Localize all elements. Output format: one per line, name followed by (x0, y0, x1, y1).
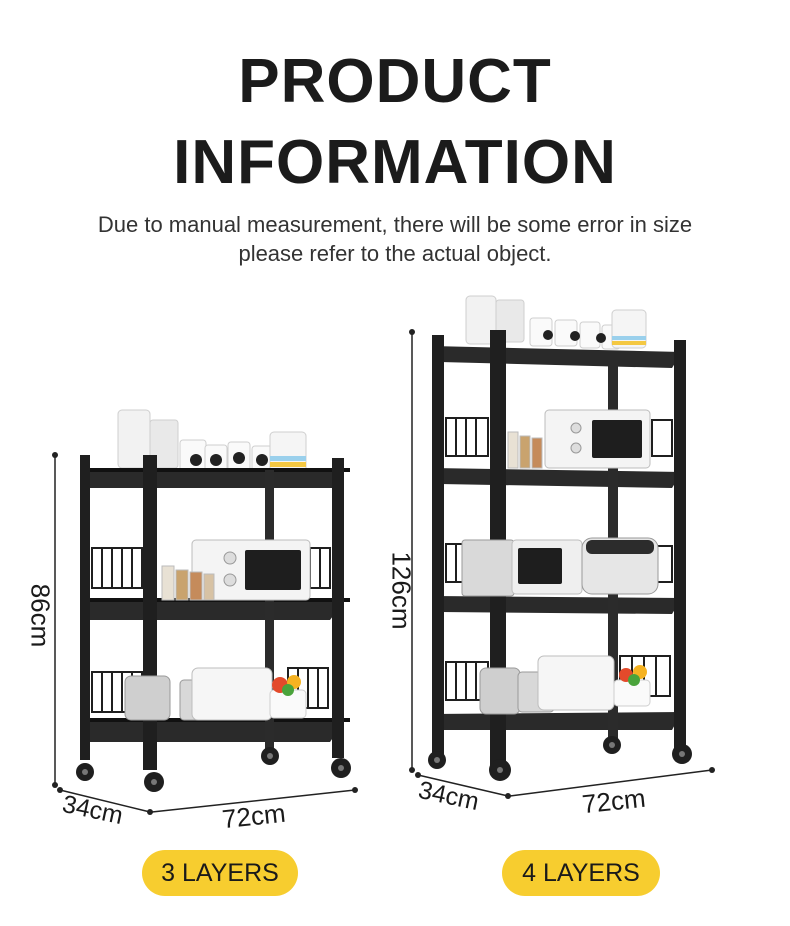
right-shelf-1 (432, 346, 682, 368)
right-microwave-upper (507, 409, 651, 469)
left-post-back-right (265, 470, 274, 750)
right-rack (409, 295, 715, 799)
right-depth-line (417, 774, 509, 797)
left-bottom-items (124, 667, 307, 721)
subtitle-line2: please refer to the actual object. (238, 241, 552, 266)
left-wheels (76, 747, 351, 792)
left-height-dot-top (52, 452, 58, 458)
right-post-back-left (432, 335, 444, 755)
right-appliances-level3 (461, 537, 659, 597)
left-microwave (191, 539, 311, 601)
right-post-front-right (674, 340, 686, 750)
right-width-line (509, 769, 713, 797)
badge-3-layers: 3 LAYERS (142, 850, 298, 896)
left-width-label: 72cm (220, 797, 287, 835)
left-width-line (151, 789, 356, 813)
right-shelf-3 (432, 596, 682, 614)
left-post-front-right (332, 458, 344, 758)
left-spice-jars (161, 565, 215, 601)
left-height-label: 86cm (25, 583, 56, 648)
page-title-line2: INFORMATION (173, 128, 617, 197)
left-shelf-top (82, 470, 345, 488)
right-top-jars (465, 295, 647, 350)
right-shelf-4 (432, 712, 682, 730)
badge-4-layers: 4 LAYERS (502, 850, 660, 896)
left-top-jars (117, 409, 307, 474)
right-bottom-items (479, 655, 651, 715)
left-depth-line (59, 789, 151, 813)
left-post-front-left (143, 455, 157, 770)
left-shelf-middle (82, 600, 345, 620)
left-post-back-left (80, 455, 90, 760)
subtitle-line1: Due to manual measurement, there will be… (97, 212, 693, 237)
page-title-line1: PRODUCT (238, 47, 552, 116)
right-width-label: 72cm (580, 782, 647, 820)
right-height-label: 126cm (386, 551, 417, 630)
left-height-dot-bottom (52, 782, 58, 788)
right-wheels (428, 736, 692, 781)
left-rack (52, 409, 358, 815)
left-shelf-bottom (82, 720, 345, 742)
right-shelf-2 (432, 468, 682, 488)
